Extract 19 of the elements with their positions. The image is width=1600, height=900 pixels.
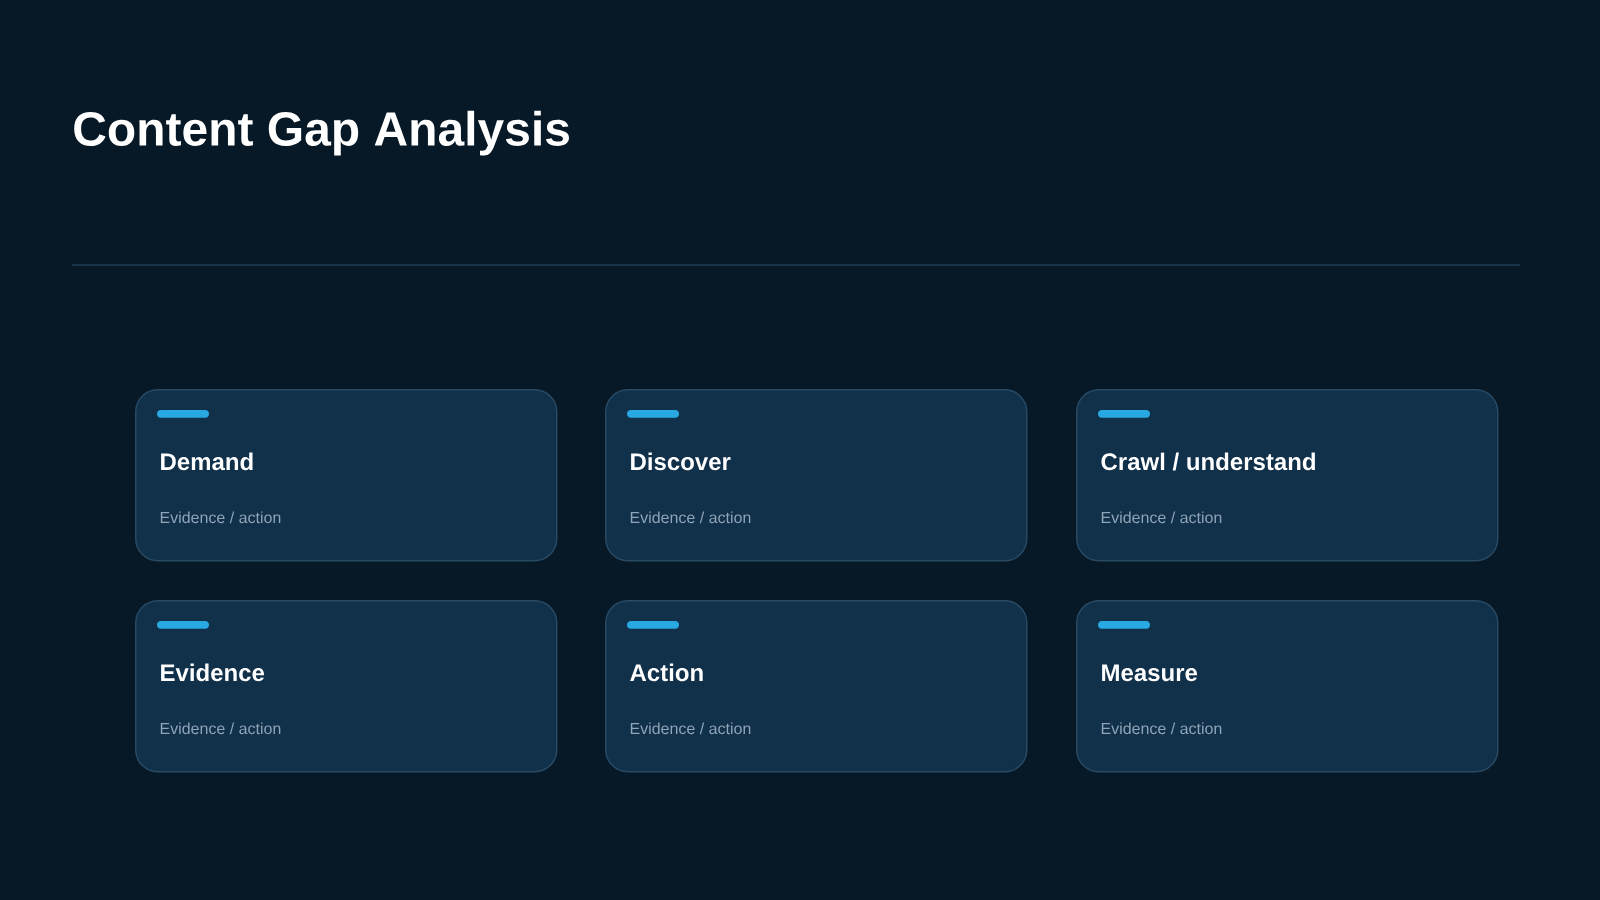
card-heading: Action: [630, 663, 703, 682]
card-text: Evidence / action: [1101, 511, 1222, 524]
card: [1076, 600, 1499, 773]
card-text: Evidence / action: [630, 511, 751, 524]
card-heading: Evidence: [161, 663, 265, 682]
card-text: Evidence / action: [630, 722, 751, 735]
card-heading: Measure: [1102, 664, 1198, 682]
card-text: Evidence / action: [160, 722, 281, 735]
title: Content Gap Analysis: [74, 110, 569, 156]
card: [605, 600, 1028, 773]
card: [135, 389, 558, 562]
card-text: Evidence / action: [160, 511, 281, 524]
card: [1076, 389, 1499, 562]
card-heading: Crawl / understand: [1101, 452, 1315, 471]
card: [605, 389, 1028, 562]
card-heading: Discover: [631, 452, 731, 471]
card-text: Evidence / action: [1101, 722, 1222, 735]
card-heading: Demand: [161, 452, 253, 471]
card: [135, 600, 558, 773]
